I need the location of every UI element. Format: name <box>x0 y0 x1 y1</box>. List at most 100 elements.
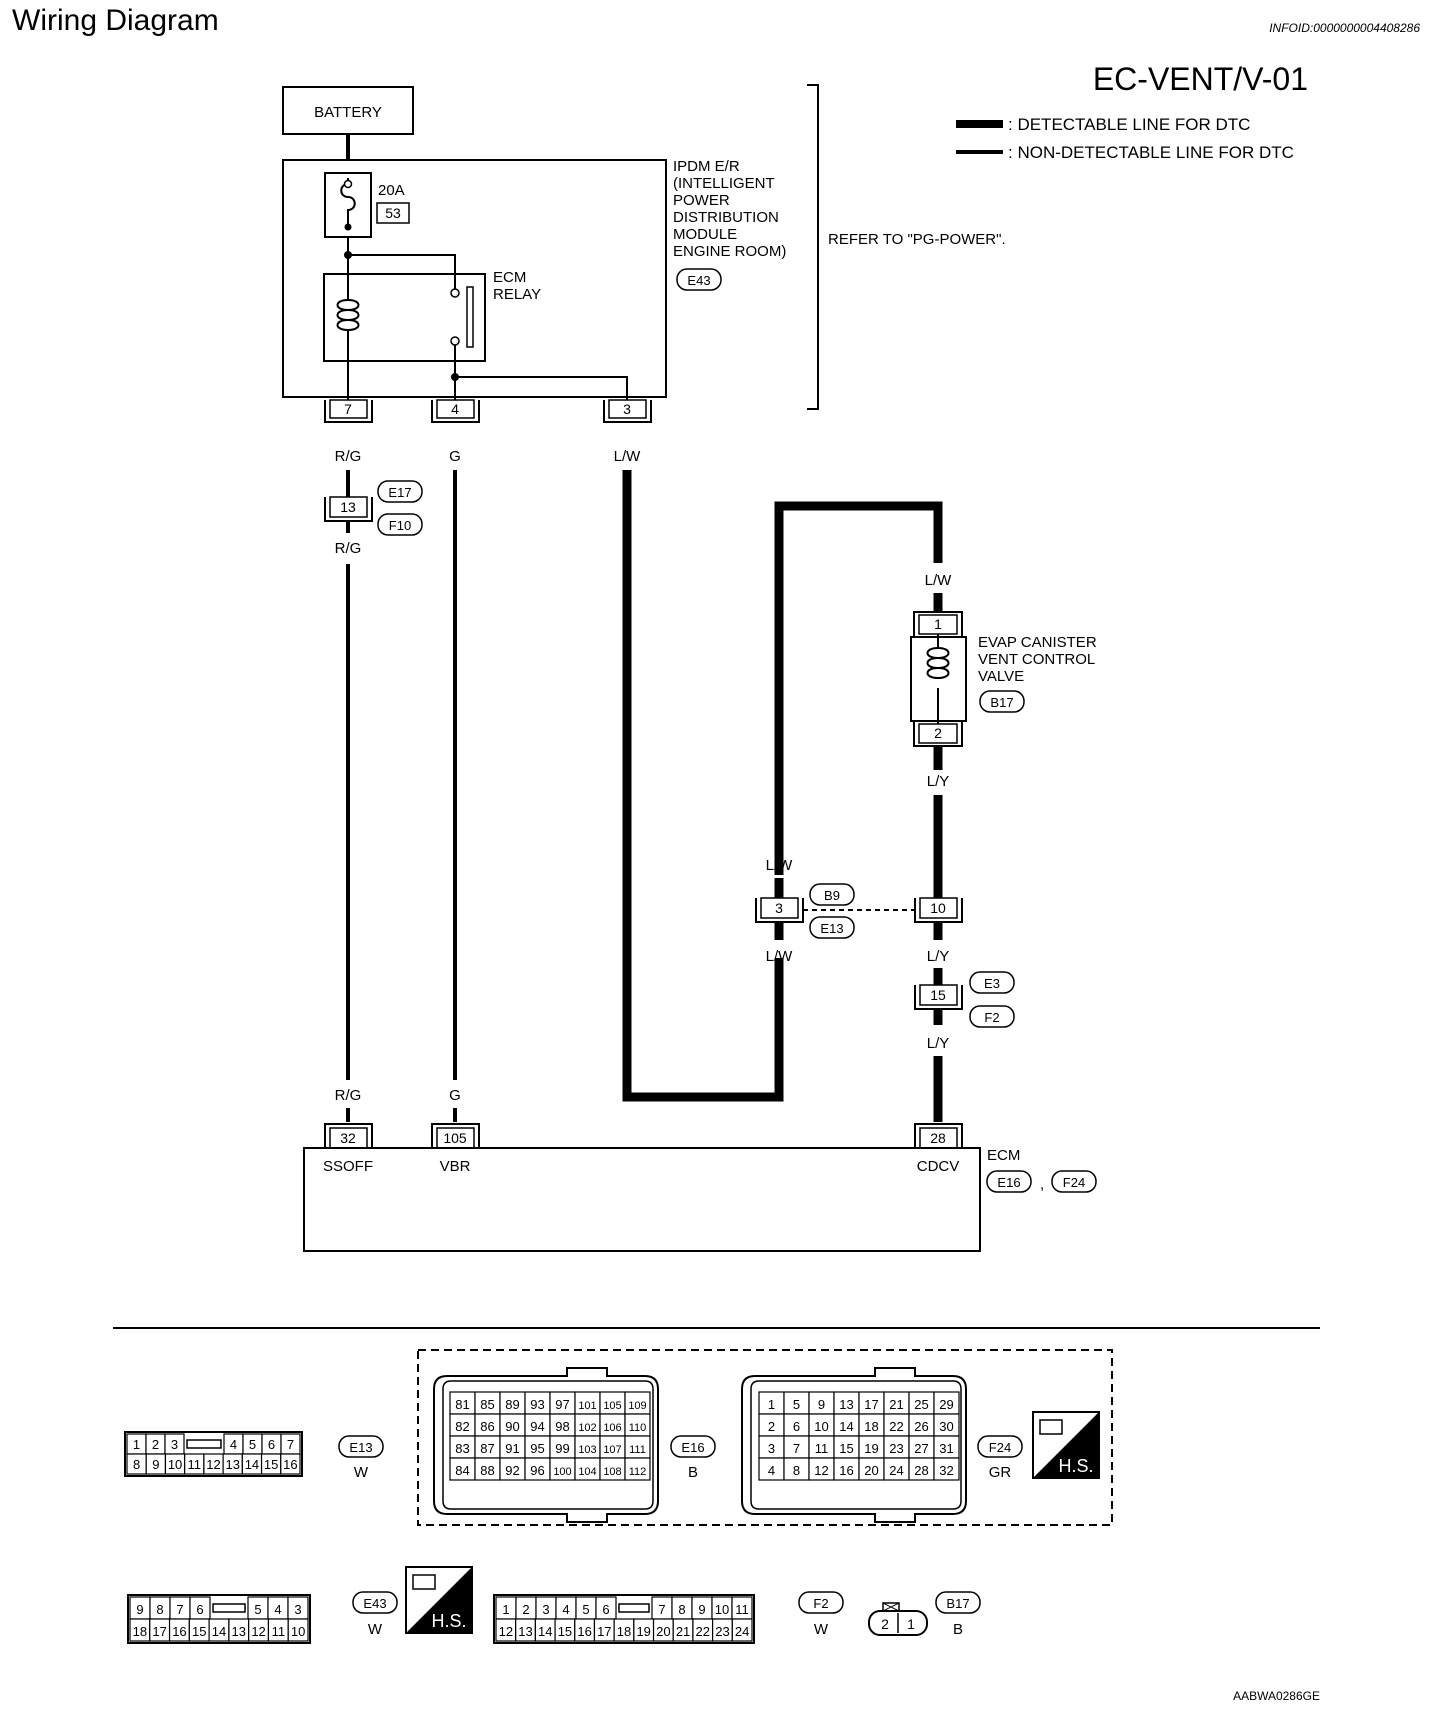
connector-face-b17-badge: B17 <box>935 1591 981 1614</box>
connector-face-e43-pin-13: 13 <box>232 1624 246 1639</box>
valve-pin-1-bracket <box>913 611 963 637</box>
connector-face-e43-pin-7: 7 <box>176 1602 183 1617</box>
connector-face-f24-color: GR <box>989 1464 1012 1481</box>
relay-contact-top <box>450 288 460 298</box>
connector-face-e16-pin-112-cell <box>624 1457 651 1481</box>
connector-face-e16-badge-shape <box>670 1435 716 1458</box>
connector-face-e43-badge: E43 <box>352 1591 398 1614</box>
connector-face-e16-pin-82: 82 <box>455 1419 469 1434</box>
ecm-connector-group-outline <box>417 1349 1113 1526</box>
connector-face-e16-housing <box>433 1367 659 1523</box>
image-code: AABWA0286GE <box>1233 1689 1320 1703</box>
connector-face-f2-pin-9: 9 <box>698 1602 705 1617</box>
connector-face-e43-pin-18: 18 <box>133 1624 147 1639</box>
connector-face-e13-pin-8: 8 <box>133 1457 140 1472</box>
ecm-pin-ssoff: SSOFF <box>323 1158 373 1175</box>
relay-contact-feed-wire <box>348 254 456 290</box>
connector-face-e16-pin-101: 101 <box>578 1400 596 1412</box>
connector-face-e43-badge-shape <box>352 1591 398 1614</box>
connector-face-e16-pin-89: 89 <box>505 1397 519 1412</box>
wire-color-ly-2: L/Y <box>927 948 950 965</box>
connector-face-e13-pin-7: 7 <box>287 1437 294 1452</box>
wire-color-g-2: G <box>449 1087 461 1104</box>
connector-face-f2-pin-13: 13 <box>518 1624 532 1639</box>
connector-face-f24-pin-8: 8 <box>793 1463 800 1478</box>
connector-face-e16-pin-107: 107 <box>603 1444 621 1456</box>
connector-face-e13-pin-13: 13 <box>225 1457 239 1472</box>
connector-badge-e16-text: E16 <box>997 1175 1020 1190</box>
connector-face-f2-pin-17: 17 <box>597 1624 611 1639</box>
connector-face-b17-housing <box>868 1610 928 1636</box>
ecm-pin-105-label: 105 <box>443 1130 467 1146</box>
connector-face-e16-pin-83: 83 <box>455 1441 469 1456</box>
connector-face-f24-pin-30: 30 <box>939 1419 953 1434</box>
refer-text: REFER TO "PG-POWER". <box>828 231 1006 248</box>
connector-face-e43-pin-16: 16 <box>172 1624 186 1639</box>
evap-valve-label-line-3: VALVE <box>978 668 1024 685</box>
connector-face-e16-color: B <box>688 1464 698 1481</box>
relay-switch-blade <box>466 286 474 348</box>
connector-face-e43-pin-11: 11 <box>272 1624 286 1639</box>
connector-face-f2-pin-3: 3 <box>542 1602 549 1617</box>
harness-side-icon-ecm-label: H.S. <box>1058 1456 1093 1476</box>
ipdm-label-line-4: DISTRIBUTION <box>673 209 779 226</box>
connector-face-e16-pin-100: 100 <box>553 1466 571 1478</box>
harness-side-icon-e43-label: H.S. <box>431 1611 466 1631</box>
ecm-pin-cdcv: CDCV <box>917 1158 960 1175</box>
connector-face-b17-latch-cross-2 <box>882 1602 900 1612</box>
connector-badge-b17-text: B17 <box>990 695 1013 710</box>
connector-face-f24-pin-32: 32 <box>939 1463 953 1478</box>
wire-lw-b9-to-valve <box>774 501 943 875</box>
fuse-terminal-top <box>343 179 353 189</box>
connector-face-e16-pin-112: 112 <box>629 1466 647 1478</box>
connector-face-e13-pin-16-cell <box>280 1453 301 1475</box>
connector-face-f2-pin-2: 2 <box>522 1602 529 1617</box>
connector-face-f2-badge-shape <box>798 1591 844 1614</box>
connector-badge-f10-shape <box>377 513 423 536</box>
connector-face-e16-pin-90: 90 <box>505 1419 519 1434</box>
connector-face-f24-pin-4: 4 <box>768 1463 775 1478</box>
ipdm-label-line-1: IPDM E/R <box>673 158 740 175</box>
connector-face-f2-badge: F2 <box>798 1591 844 1614</box>
ecm-pin-32-label: 32 <box>340 1130 356 1146</box>
ecm-connector-separator: , <box>1040 1176 1044 1193</box>
connector-badge-e3-text: E3 <box>984 976 1000 991</box>
harness-side-icon-ecm-fill <box>1033 1412 1099 1478</box>
connector-face-e16-pin-108: 108 <box>603 1466 621 1478</box>
relay-contact-bottom <box>450 336 460 346</box>
connector-face-f24-pin-24: 24 <box>889 1463 903 1478</box>
connector-face-f24-pin-22: 22 <box>889 1419 903 1434</box>
wire-color-rg-1: R/G <box>335 448 362 465</box>
connector-face-e13-badge: E13 <box>338 1435 384 1458</box>
connector-badge-e17: E17 <box>377 480 423 503</box>
evap-valve-label-line-2: VENT CONTROL <box>978 651 1095 668</box>
legend-non-detectable-text: : NON-DETECTABLE LINE FOR DTC <box>1008 143 1294 162</box>
ipdm-pin-7: 7 <box>324 399 373 423</box>
connector-face-e43-pin-8: 8 <box>156 1602 163 1617</box>
connector-face-e13-pin-15: 15 <box>264 1457 278 1472</box>
connector-face-b17-id: B17 <box>946 1596 969 1611</box>
fuse-element-icon <box>340 178 356 227</box>
ipdm-label-line-2: (INTELLIGENT <box>673 175 775 192</box>
connector-face-f24-pin-9: 9 <box>818 1397 825 1412</box>
connector-face-e16-pin-88: 88 <box>480 1463 494 1478</box>
ecm-label: ECM <box>987 1147 1020 1164</box>
connector-face-e16-pin-85: 85 <box>480 1397 494 1412</box>
connector-face-f2-pin-22: 22 <box>696 1624 710 1639</box>
connector-badge-e3-shape <box>969 971 1015 994</box>
connector-face-f2-pin-18: 18 <box>617 1624 631 1639</box>
joint-connector-13-label: 13 <box>340 499 356 515</box>
joint-connector-10-label: 10 <box>930 900 946 916</box>
connector-face-e43-pin-12: 12 <box>251 1624 265 1639</box>
connector-face-f24-pin-7: 7 <box>793 1441 800 1456</box>
connector-badge-f10-text: F10 <box>389 518 411 533</box>
connector-face-f24-pin-21: 21 <box>889 1397 903 1412</box>
connector-face-f24-pin-17: 17 <box>864 1397 878 1412</box>
joint-connector-13-box <box>329 496 368 518</box>
connector-face-e13-pin-3: 3 <box>171 1437 178 1452</box>
connector-face-e16-pin-93: 93 <box>530 1397 544 1412</box>
connector-badge-b9-text: B9 <box>824 888 840 903</box>
